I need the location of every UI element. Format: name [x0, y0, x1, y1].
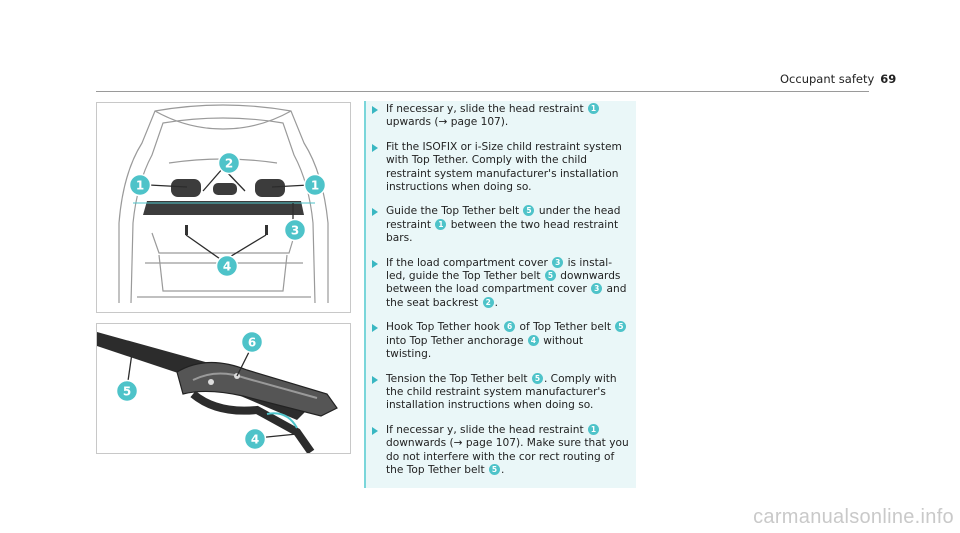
callout-badge: 1	[435, 218, 447, 230]
svg-text:3: 3	[291, 224, 299, 238]
callout-2: 2	[217, 151, 241, 175]
callout-badge: 3	[591, 283, 603, 295]
callout-6: 6	[240, 330, 264, 354]
step-arrow-icon	[372, 375, 378, 384]
step-text: is instal- led, guide the Top Tether bel…	[386, 256, 613, 283]
callout-4: 4	[215, 254, 239, 278]
callout-badge: 1	[587, 103, 599, 114]
callout-badge: 5	[615, 321, 627, 333]
callout-badge: 6	[504, 321, 516, 333]
callout-badge: 2	[482, 296, 494, 308]
callout-badge: 5	[489, 463, 500, 475]
callout-badge: 5	[544, 270, 556, 282]
callout-badge: 4	[527, 334, 539, 346]
callout-badge: 5	[523, 205, 535, 217]
step-text: Fit the ISOFIX or i-Size child restraint…	[386, 140, 622, 194]
instruction-step: Guide the Top Tether belt 5 under the he…	[366, 205, 636, 245]
instruction-step: Tension the Top Tether belt 5. Comply wi…	[366, 372, 636, 413]
watermark: carmanualsonline.info	[753, 506, 954, 528]
svg-text:2: 2	[225, 157, 233, 171]
step-text: If the load compartment cover	[386, 256, 552, 269]
callout-badge: 5	[531, 372, 543, 384]
callout-badge: 1	[587, 423, 599, 435]
step-text: Tension the Top Tether belt	[386, 372, 531, 385]
step-text: Hook Top Tether hook	[386, 321, 504, 334]
step-text: .	[494, 296, 499, 309]
step-text: and the seat backrest	[386, 283, 627, 309]
section-title: Occupant safety	[780, 72, 875, 86]
step-text: . Comply with the child restraint system…	[386, 372, 617, 412]
callout-badge: 3	[552, 256, 564, 268]
figure-tether-hook-illustration: 6 5 4	[96, 323, 351, 454]
step-text: .	[501, 463, 505, 476]
step-text: If necessar y, slide the head restraint	[386, 423, 587, 436]
step-arrow-icon	[372, 259, 378, 268]
step-text: downwards between the load compartment c…	[386, 270, 621, 296]
step-arrow-icon	[372, 324, 378, 333]
step-arrow-icon	[372, 426, 378, 435]
step-text: into Top Tether anchorage	[386, 334, 527, 347]
svg-text:6: 6	[248, 336, 256, 350]
instruction-step: If necessar y, slide the head restraint …	[366, 103, 636, 130]
step-text: Guide the Top Tether belt	[386, 205, 523, 218]
step-text: under the head restraint	[386, 205, 621, 231]
figure-trunk-illustration: 1 2 1 3 4	[96, 102, 351, 313]
callout-3: 3	[283, 218, 307, 242]
running-header: Occupant safety 69	[780, 72, 896, 86]
step-arrow-icon	[372, 143, 378, 152]
step-text: between the two head restraint bars.	[386, 218, 619, 245]
step-text: downwards (→ page 107). Make sure that y…	[386, 437, 629, 476]
svg-text:1: 1	[311, 179, 319, 193]
svg-text:1: 1	[136, 179, 144, 193]
step-arrow-icon	[372, 208, 378, 217]
step-arrow-icon	[372, 106, 378, 114]
instruction-step: If necessar y, slide the head restraint …	[366, 423, 636, 478]
step-text: of Top Tether belt	[516, 321, 615, 334]
instruction-step: If the load compartment cover 3 is insta…	[366, 256, 636, 311]
instruction-step: Hook Top Tether hook 6 of Top Tether bel…	[366, 321, 636, 361]
callout-4: 4	[243, 427, 267, 451]
instruction-steps: If necessar y, slide the head restraint …	[364, 101, 636, 489]
instruction-step: Fit the ISOFIX or i-Size child restraint…	[366, 141, 636, 195]
callout-1-right: 1	[303, 173, 327, 197]
step-text: without twisting.	[386, 334, 584, 361]
page-number: 69	[880, 72, 897, 86]
step-text: If necessar y, slide the head restraint	[386, 103, 587, 115]
header-rule	[96, 91, 869, 92]
step-text: upwards (→ page 107).	[386, 116, 509, 129]
callout-1-left: 1	[128, 173, 152, 197]
callout-5: 5	[115, 379, 139, 403]
svg-text:4: 4	[251, 433, 259, 447]
svg-text:5: 5	[123, 385, 131, 399]
svg-text:4: 4	[223, 260, 231, 274]
